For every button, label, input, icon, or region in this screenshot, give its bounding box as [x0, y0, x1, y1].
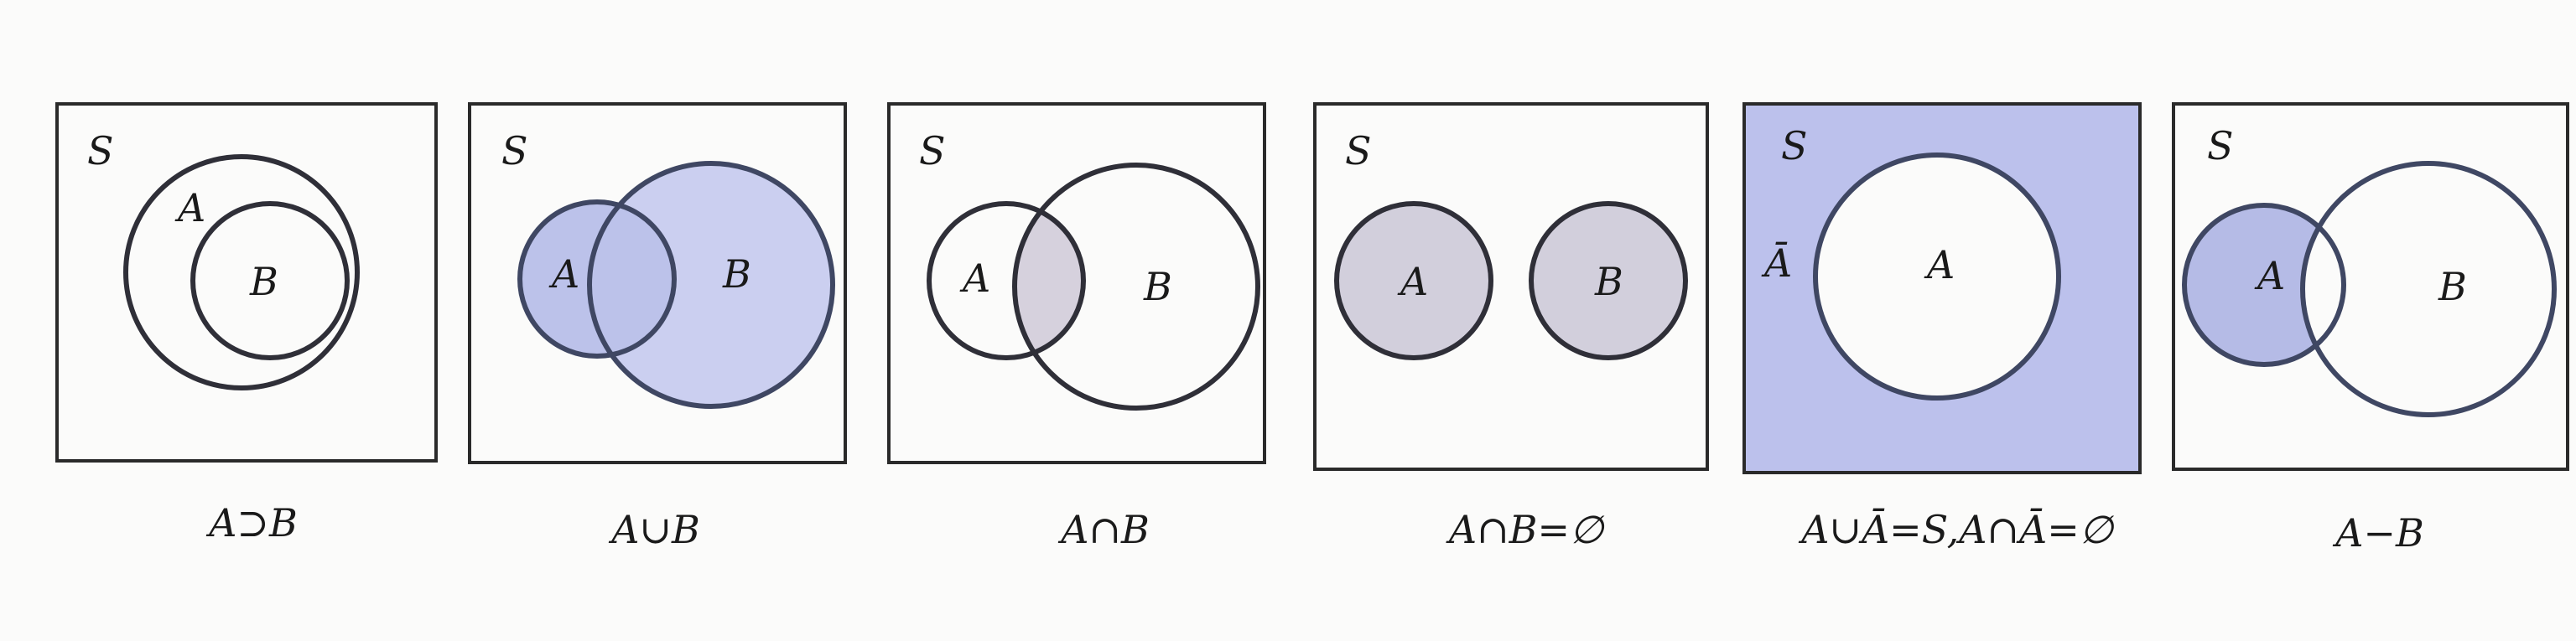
set-a-circle — [927, 201, 1086, 360]
set-a-label: A — [174, 185, 205, 230]
diagram-a-contains-b: S A B A⊃B — [55, 102, 438, 545]
set-a-label: A — [1924, 242, 1955, 287]
diagram-set-difference: S A B A−B — [2172, 102, 2569, 556]
caption: A∪B — [608, 507, 700, 552]
set-a-label: A — [2254, 253, 2285, 298]
set-a-circle — [1813, 152, 2061, 401]
universe-frame — [1313, 102, 1709, 471]
universe-frame — [1742, 102, 2142, 474]
diagram-disjoint-sets: S A B A∩B=∅ — [1313, 102, 1709, 552]
set-b-label: B — [2438, 264, 2467, 309]
diagram-a-union-b: S A B A∪B — [468, 102, 847, 552]
complement-label: Ā — [1761, 240, 1792, 286]
set-b-label: B — [722, 251, 751, 297]
universe-frame — [55, 102, 438, 463]
set-b-circle — [190, 201, 350, 360]
universe-label: S — [919, 128, 946, 173]
set-a-fill — [1337, 204, 1491, 358]
set-a-fill — [1815, 155, 2059, 398]
set-a-circle — [1334, 201, 1493, 360]
diagram-complement: S Ā A A∪Ā=S,A∩Ā=∅ — [1742, 102, 2142, 552]
caption: A∪Ā=S,A∩Ā=∅ — [1798, 507, 2115, 552]
set-a-label: A — [959, 256, 990, 301]
set-b-label: B — [1143, 264, 1172, 309]
set-b-circle — [1012, 163, 1260, 411]
diagram-a-intersect-b: S A B A∩B — [887, 102, 1266, 552]
set-b-label: B — [249, 259, 278, 304]
caption: A⊃B — [205, 500, 298, 545]
set-b-circle — [587, 161, 835, 409]
set-b-circle — [1529, 201, 1688, 360]
caption: A∩B — [1057, 507, 1150, 552]
universe-label: S — [2207, 123, 2234, 168]
universe-label: S — [1781, 123, 1808, 168]
universe-label: S — [1345, 128, 1372, 173]
set-a-circle — [2182, 203, 2346, 367]
caption: A∩B=∅ — [1446, 507, 1605, 552]
universe-frame — [887, 102, 1266, 464]
universe-label: S — [501, 128, 528, 173]
caption: A−B — [2332, 510, 2424, 556]
set-a-fill — [520, 202, 674, 356]
set-a-circle — [123, 154, 360, 390]
set-a-label: A — [1397, 259, 1428, 304]
set-b-fill — [1531, 204, 1685, 358]
set-b-circle — [2300, 161, 2557, 417]
set-a-label: A — [548, 251, 579, 297]
universe-frame — [2172, 102, 2569, 471]
set-b-label: B — [1594, 259, 1623, 304]
set-a-fill — [2184, 205, 2344, 364]
set-a-circle — [517, 199, 677, 359]
universe-label: S — [87, 128, 114, 173]
universe-frame — [468, 102, 847, 464]
